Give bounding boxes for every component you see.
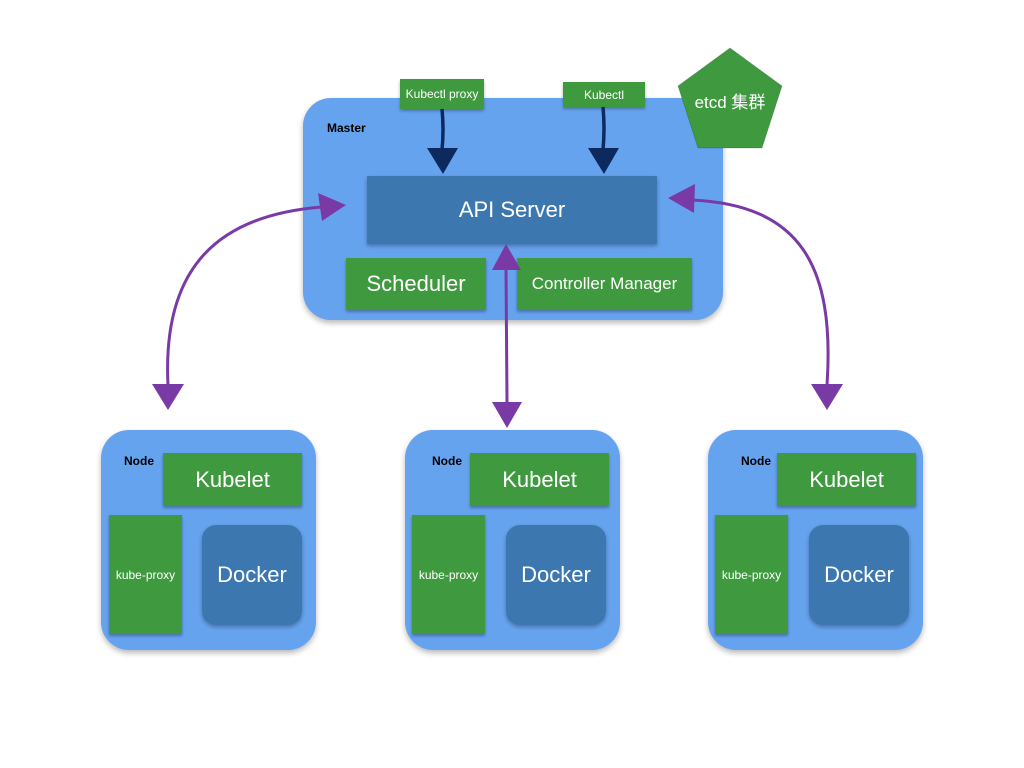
kubectl-label: Kubectl bbox=[583, 87, 625, 102]
kube-proxy-label: kube-proxy bbox=[721, 567, 782, 582]
etcd-pentagon bbox=[677, 47, 783, 149]
master-label: Master bbox=[327, 121, 366, 135]
kube-proxy-label: kube-proxy bbox=[115, 567, 176, 582]
node-label: Node bbox=[432, 454, 462, 468]
api-node-1-arrow bbox=[152, 193, 346, 410]
docker-box: Docker bbox=[809, 525, 909, 625]
node-label: Node bbox=[741, 454, 771, 468]
kubectl-box: Kubectl bbox=[563, 82, 645, 107]
kubectl-arrow bbox=[588, 106, 619, 174]
kubelet-label: Kubelet bbox=[809, 466, 884, 492]
controller-manager-box: Controller Manager bbox=[517, 258, 692, 310]
kubectl-proxy-box: Kubectl proxy bbox=[400, 79, 484, 109]
docker-label: Docker bbox=[824, 562, 894, 587]
scheduler-box: Scheduler bbox=[346, 258, 486, 310]
kube-proxy-box: kube-proxy bbox=[109, 515, 182, 634]
kubelet-label: Kubelet bbox=[502, 466, 577, 492]
kube-proxy-box: kube-proxy bbox=[715, 515, 788, 634]
api-node-2-arrow bbox=[492, 244, 522, 428]
kubectl-proxy-label: Kubectl proxy bbox=[405, 87, 479, 101]
kubelet-box: Kubelet bbox=[470, 453, 609, 506]
kubectl-proxy-arrow bbox=[427, 108, 458, 174]
kubelet-label: Kubelet bbox=[195, 466, 270, 492]
docker-box: Docker bbox=[506, 525, 606, 625]
docker-label: Docker bbox=[521, 562, 591, 587]
kube-proxy-label: kube-proxy bbox=[418, 567, 479, 582]
controller-manager-label: Controller Manager bbox=[531, 274, 678, 293]
api-node-3-arrow bbox=[668, 184, 843, 410]
api-server-box: API Server bbox=[367, 176, 657, 244]
scheduler-label: Scheduler bbox=[366, 271, 466, 296]
kubelet-box: Kubelet bbox=[163, 453, 302, 506]
docker-box: Docker bbox=[202, 525, 302, 625]
api-server-label: API Server bbox=[458, 197, 566, 222]
etcd-label: etcd 集群 bbox=[694, 93, 766, 112]
kube-proxy-box: kube-proxy bbox=[412, 515, 485, 634]
node-label: Node bbox=[124, 454, 154, 468]
docker-label: Docker bbox=[217, 562, 287, 587]
kubelet-box: Kubelet bbox=[777, 453, 916, 506]
